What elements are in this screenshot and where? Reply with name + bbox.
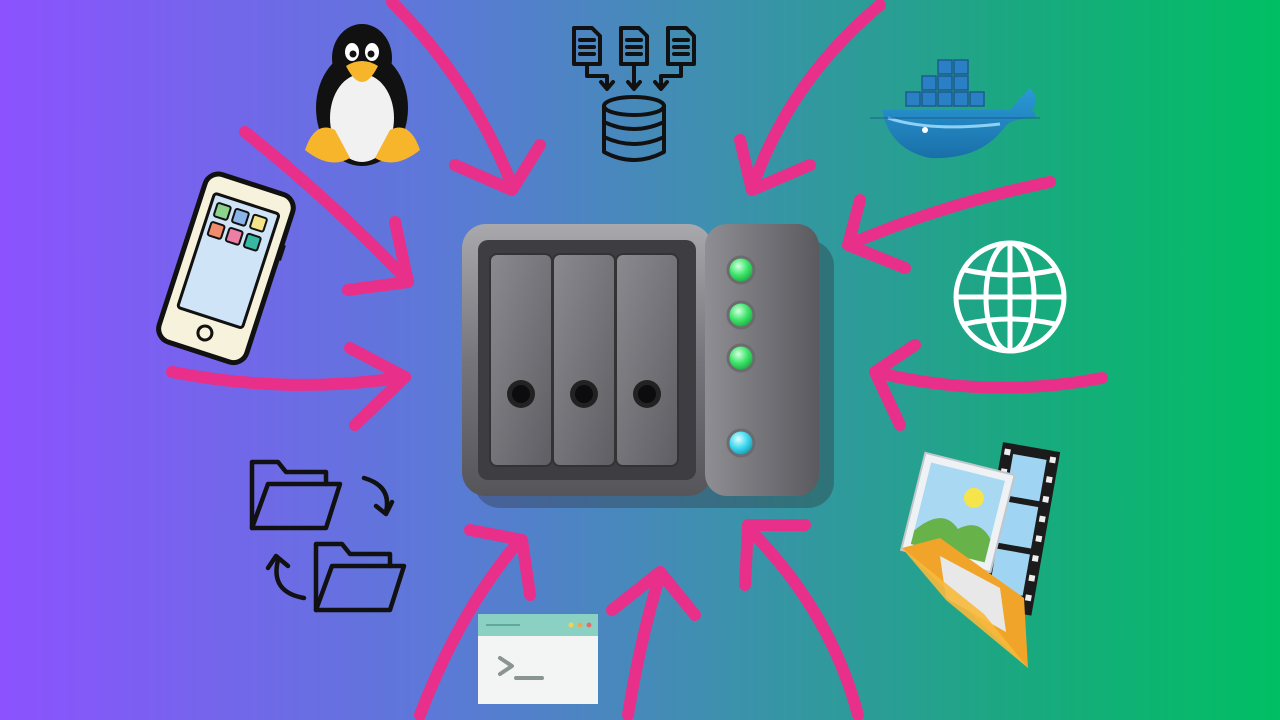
- arrow-bottom-center: [622, 569, 666, 720]
- arrow-right-a: [842, 176, 1056, 251]
- drive-bays: [489, 253, 679, 467]
- sync-arrow-bottom: [274, 557, 307, 601]
- doc-icon-2: [619, 26, 649, 66]
- status-led-1: [726, 255, 756, 285]
- folder-sync-icon: [249, 459, 407, 613]
- arrow-top-left-b: [239, 126, 411, 284]
- docker-whale-icon: [870, 59, 1040, 159]
- arrow-right-b: [869, 366, 1108, 394]
- power-led: [726, 428, 756, 458]
- folder-icon-top: [249, 459, 343, 531]
- arrow-top-left-a-head: [449, 139, 546, 196]
- nas-side-panel: [705, 224, 819, 496]
- database-cylinder: [602, 95, 666, 162]
- nas-device: [462, 224, 834, 508]
- terminal-window-icon: [478, 614, 598, 704]
- arrow-right-b-head: [869, 339, 921, 431]
- arrow-right-a-head: [842, 194, 911, 274]
- arrows: [166, 0, 1108, 720]
- linux-penguin-icon: [305, 24, 420, 166]
- folder-icon-bottom: [313, 541, 407, 613]
- globe-icon: [953, 240, 1067, 354]
- doc-icon-3: [666, 26, 696, 66]
- arrow-bottom-left-head: [464, 524, 536, 601]
- smartphone-icon: [156, 171, 296, 366]
- arrow-top-left-a: [386, 0, 518, 191]
- drive-bay-3: [615, 253, 679, 467]
- arrow-bottom-left: [414, 534, 526, 720]
- arrow-left: [166, 366, 411, 391]
- database-sync-icon: [572, 26, 696, 162]
- folder-open: [902, 538, 1028, 668]
- arrow-top-right-a: [746, 0, 886, 194]
- drive-bay-1: [489, 253, 553, 467]
- status-led-2: [726, 300, 756, 330]
- arrow-top-right-a-head: [734, 134, 816, 196]
- arrow-bottom-center-head: [606, 566, 701, 621]
- doc-icon-1: [572, 26, 602, 66]
- status-led-3: [726, 343, 756, 373]
- drive-bay-2: [552, 253, 616, 467]
- media-library-icon: [899, 442, 1061, 668]
- arrow-top-left-b-head: [342, 216, 414, 296]
- arrow-left-head: [344, 342, 411, 431]
- status-leds: [726, 255, 756, 458]
- arrow-bottom-right-head: [739, 519, 811, 591]
- arrow-bottom-right: [742, 522, 864, 720]
